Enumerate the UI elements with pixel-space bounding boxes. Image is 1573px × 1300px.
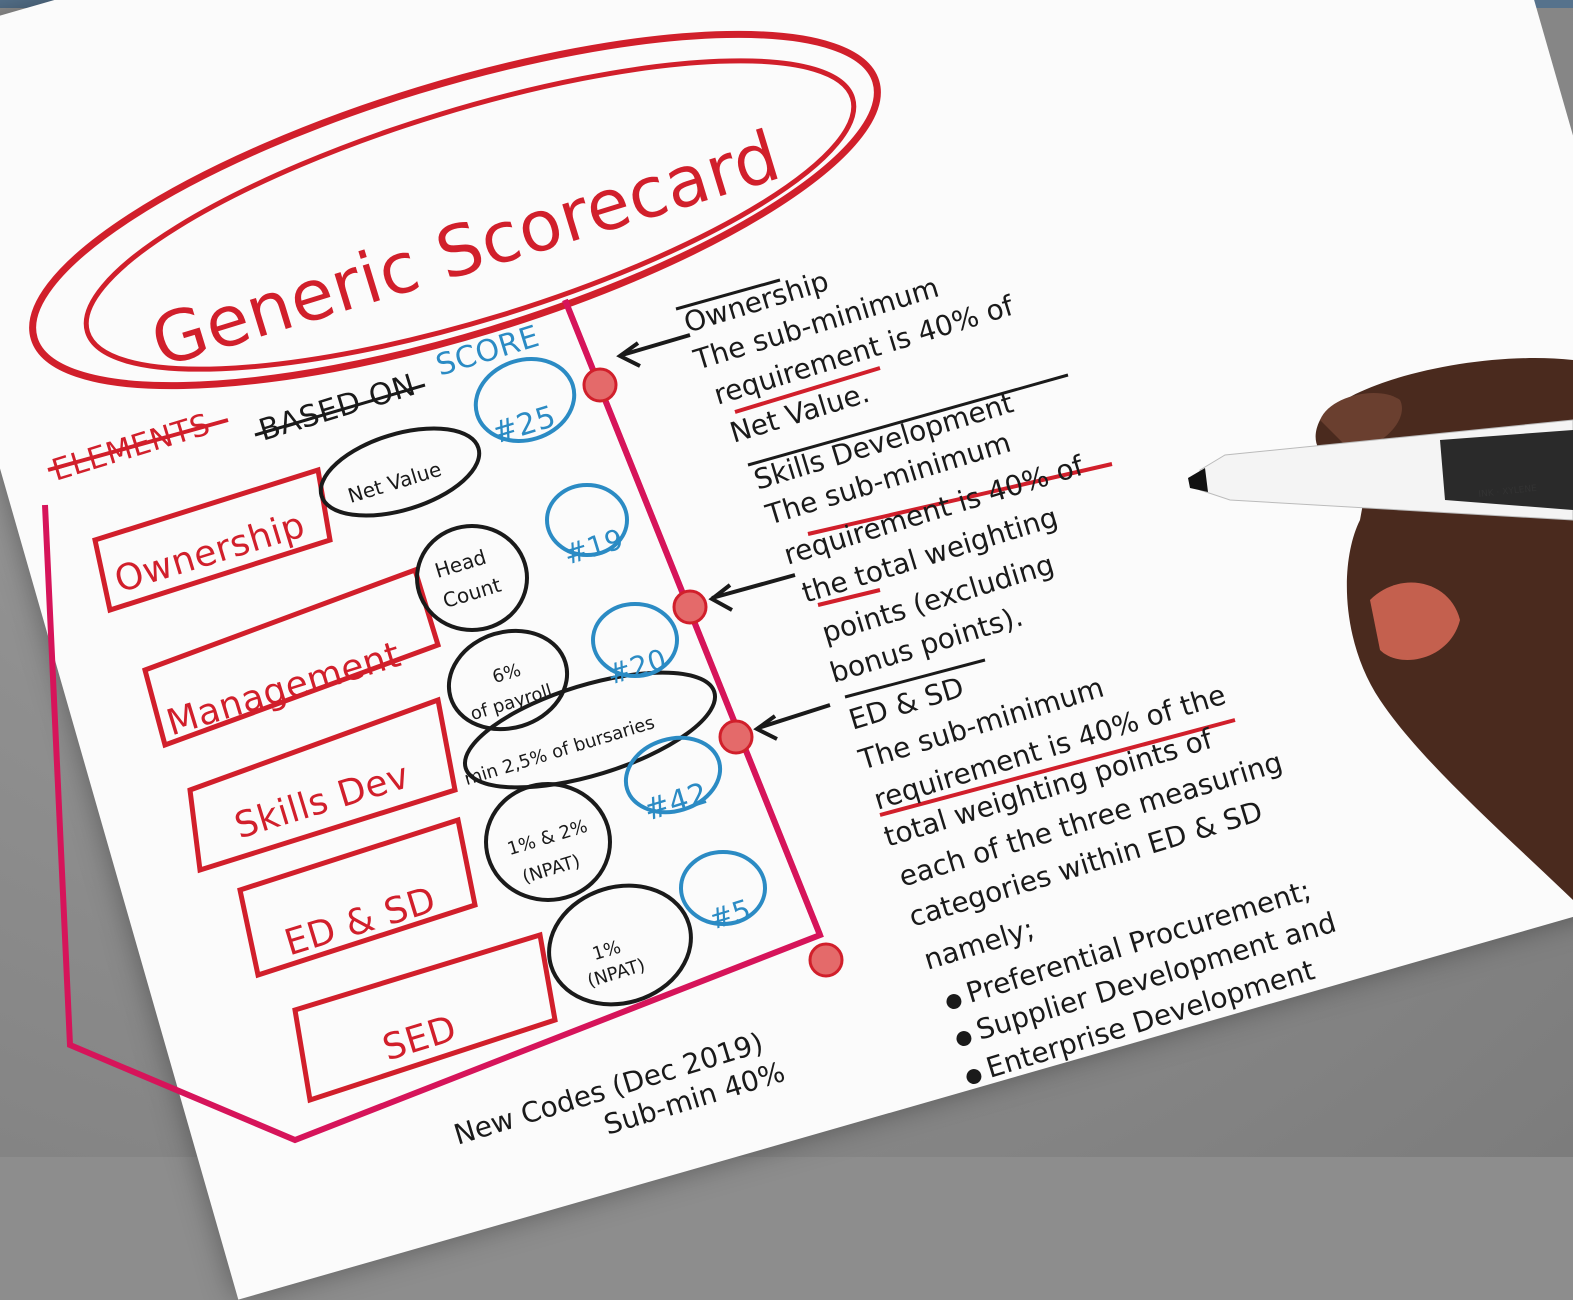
sed-box	[292, 931, 558, 1104]
edsd-oval	[484, 782, 612, 902]
payroll-oval	[446, 628, 570, 732]
title-circle	[29, 30, 881, 390]
bursaries-oval	[462, 670, 718, 790]
marker-ownership	[582, 367, 618, 403]
score-circle-42	[623, 735, 723, 815]
marker-footer	[808, 942, 844, 978]
score-circle-25	[473, 357, 577, 443]
management-box	[141, 566, 442, 749]
sed-oval	[547, 883, 693, 1007]
score-circle-19	[545, 483, 629, 557]
ownership-box	[92, 466, 333, 614]
score-circle-20	[591, 602, 679, 678]
net-value-oval	[318, 426, 482, 518]
head-count-oval	[415, 524, 529, 632]
edsd-box	[237, 816, 478, 979]
marker-skills	[672, 589, 708, 625]
skills-dev-box	[187, 696, 458, 874]
hand-with-marker	[1188, 358, 1573, 900]
score-circle-5	[679, 850, 767, 926]
hand-drawn-shapes	[29, 30, 1573, 1144]
marker-edsd	[718, 719, 754, 755]
